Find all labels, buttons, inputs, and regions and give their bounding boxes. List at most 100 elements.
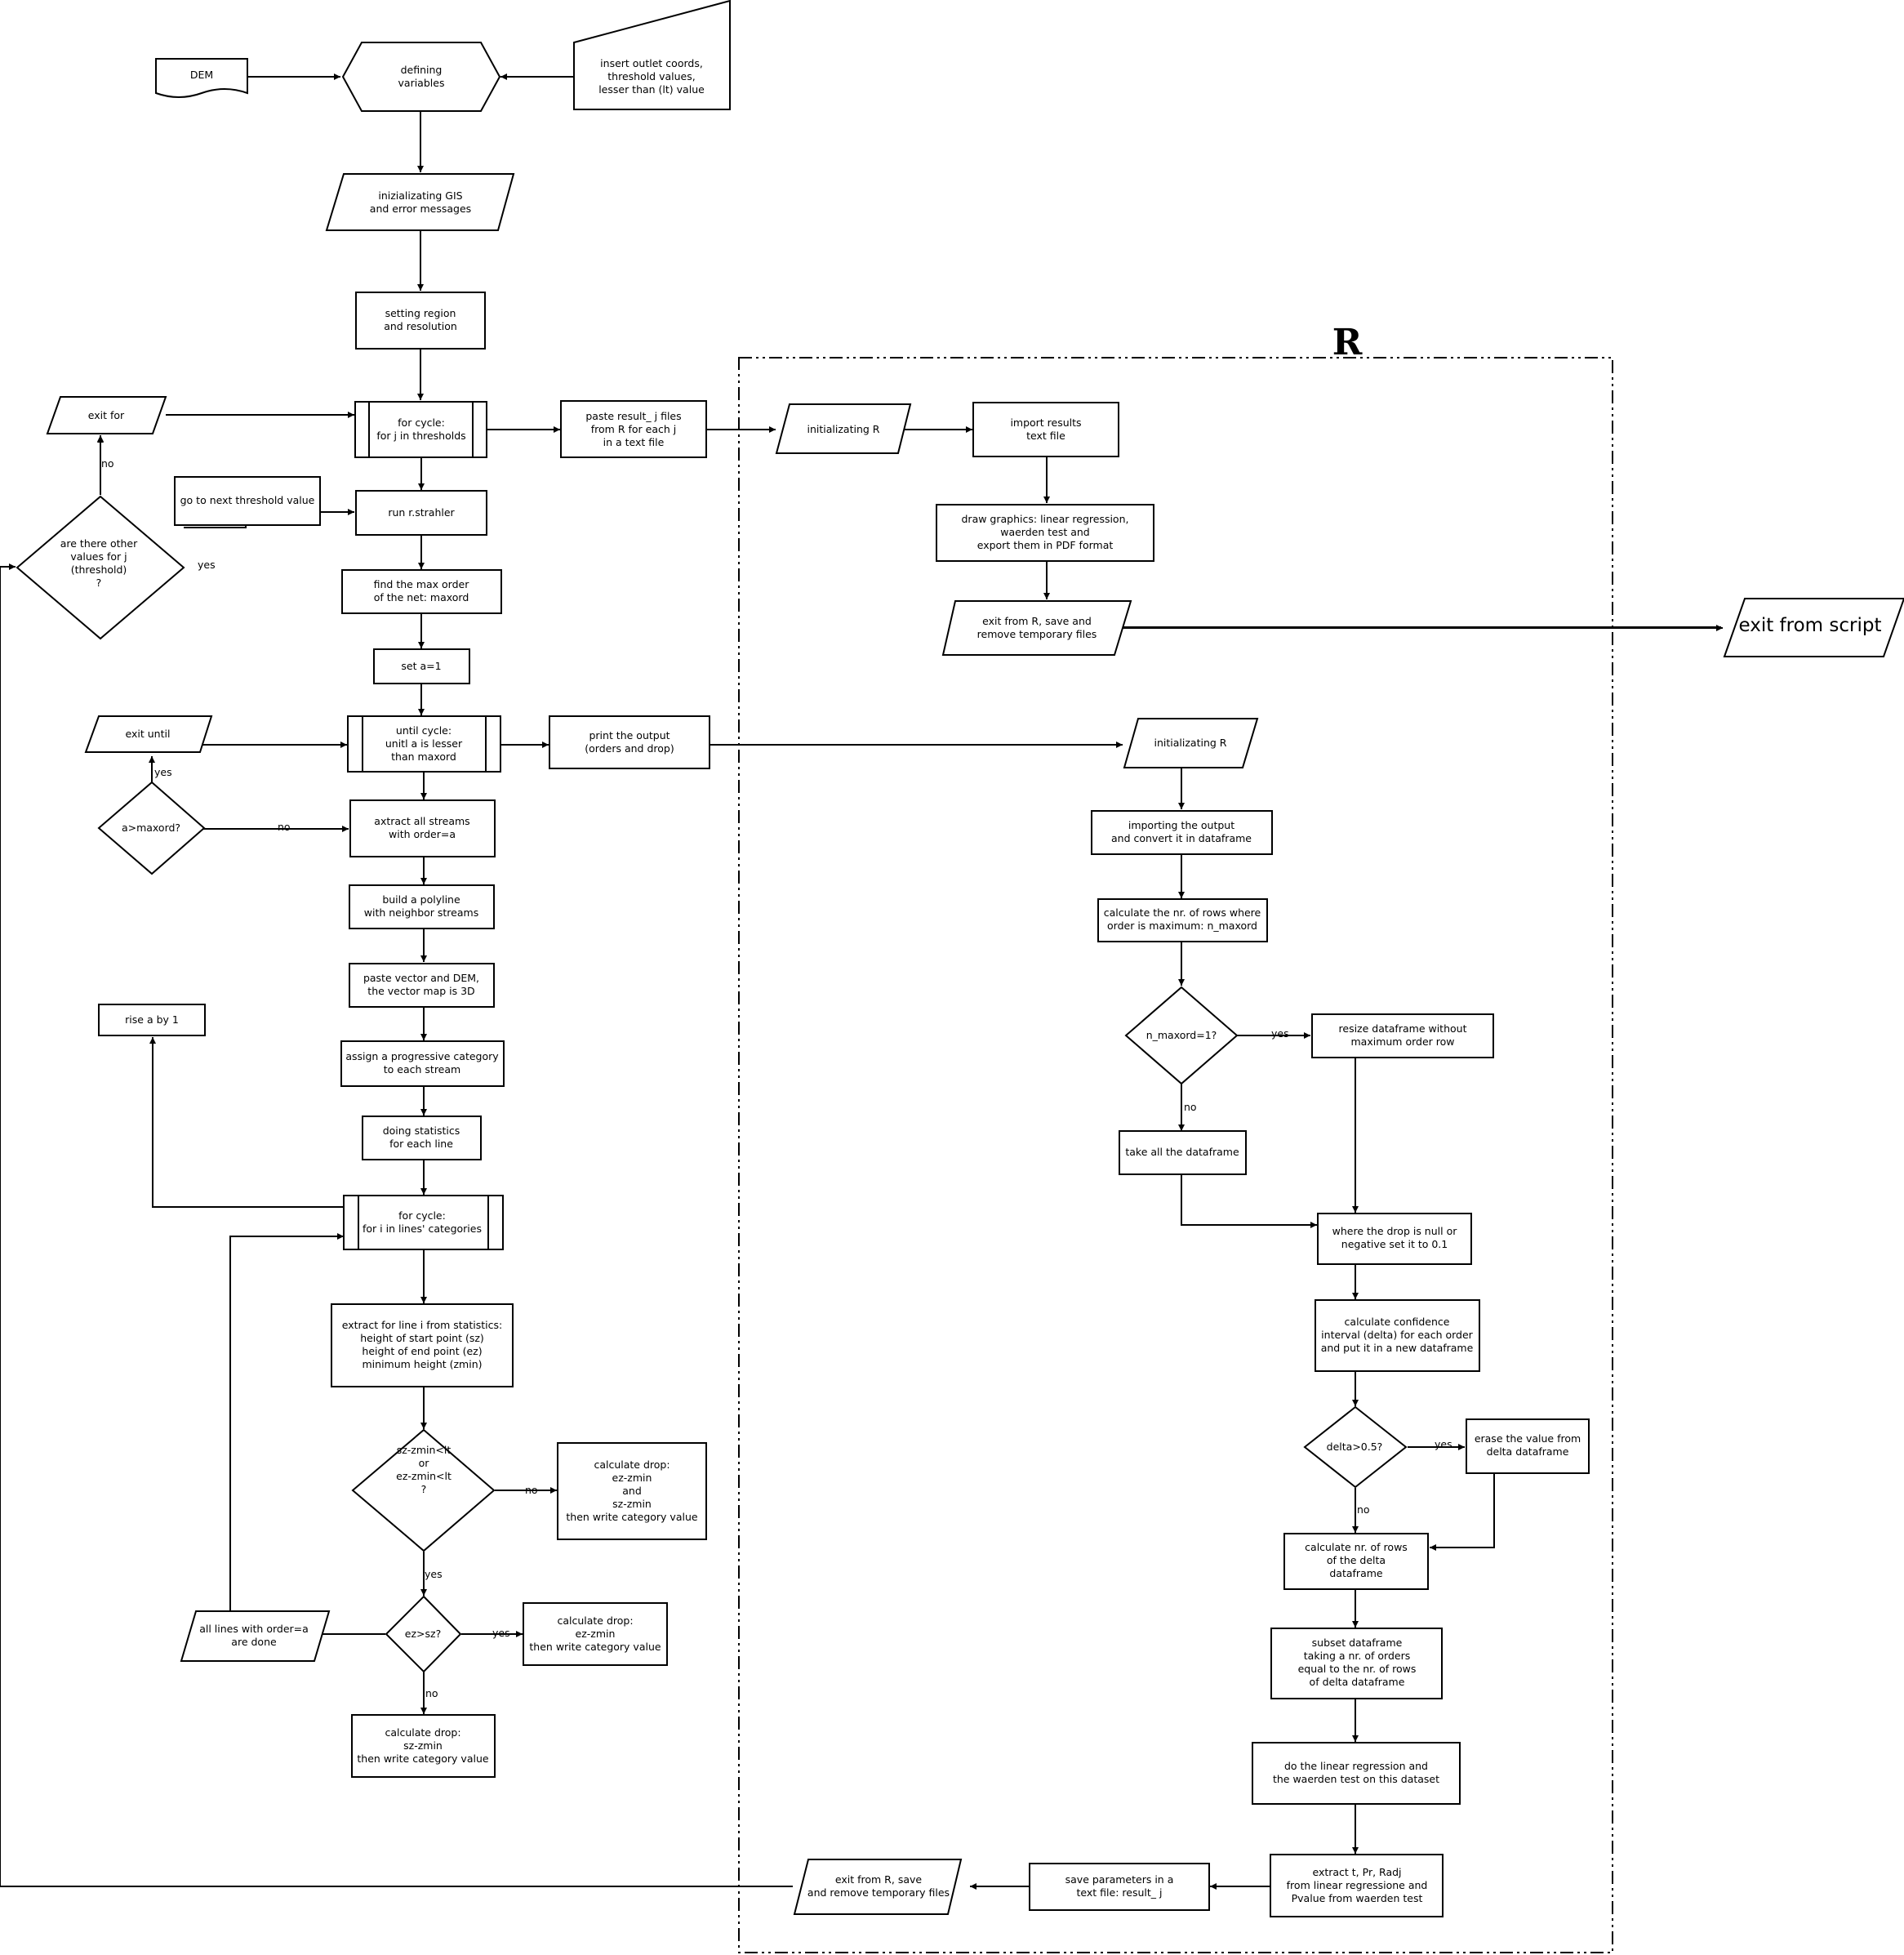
rise-a-label: rise a by 1: [125, 1013, 179, 1026]
edge-label-yes: yes: [198, 559, 216, 571]
edge: [1430, 1474, 1495, 1551]
exit-script-label: exit from script: [1738, 615, 1881, 636]
edge: [149, 1037, 344, 1208]
dem-document: DEM: [155, 58, 248, 98]
extract-line-node: extract for line i from statistics:heigh…: [331, 1303, 514, 1387]
exit-for-node: exit for: [46, 396, 167, 434]
edge-labels: no yes yes no yes no yes no no yes yes n…: [101, 457, 1452, 1699]
go-next-label: go to next threshold value: [180, 494, 315, 506]
init-r-mid-label: initializating R: [1154, 737, 1227, 749]
insert-input-label: insert outlet coords,threshold values,le…: [598, 57, 705, 96]
for-j-node: for cycle:for j in thresholds: [354, 401, 487, 458]
edge-label-no: no: [278, 821, 291, 833]
init-r-top-node: initializating R: [775, 403, 912, 454]
run-strahler-label: run r.strahler: [388, 506, 455, 519]
edge: [229, 1233, 344, 1618]
print-output-label: print the output(orders and drop): [585, 729, 674, 755]
connectors: [0, 73, 1723, 1890]
go-next-node: go to next threshold value: [174, 476, 321, 526]
for-i-label: for cycle:for i in lines' categories: [363, 1209, 482, 1235]
edge-label-no: no: [525, 1484, 538, 1496]
extract-line-label: extract for line i from statistics:heigh…: [342, 1319, 502, 1370]
run-strahler-node: run r.strahler: [355, 490, 487, 536]
rise-a-node: rise a by 1: [98, 1004, 206, 1036]
exit-until-node: exit until: [84, 715, 213, 753]
delta-decision: delta>0.5?: [1303, 1405, 1408, 1489]
ez-sz-decision: ez>sz?: [385, 1595, 462, 1673]
set-a-label: set a=1: [401, 660, 441, 672]
n-maxord-decision: n_maxord=1?: [1124, 986, 1239, 1085]
edge-label-no: no: [425, 1687, 438, 1699]
paste-vector-node: paste vector and DEM,the vector map is 3…: [349, 963, 495, 1008]
edge-label-yes: yes: [1435, 1438, 1452, 1450]
for-j-label: for cycle:for j in thresholds: [376, 416, 465, 442]
ez-sz-label: ez>sz?: [405, 1628, 441, 1640]
edge-label-yes: yes: [492, 1627, 510, 1639]
edge-label-yes: yes: [425, 1568, 443, 1580]
insert-input-node: insert outlet coords,threshold values,le…: [573, 0, 731, 110]
edge-label-no: no: [1184, 1101, 1197, 1113]
a-gt-maxord-decision: a>maxord?: [97, 781, 206, 875]
delta-label: delta>0.5?: [1327, 1441, 1383, 1453]
exit-script-node: exit from script: [1723, 598, 1904, 657]
edge-label-no: no: [1357, 1503, 1370, 1516]
edge-label-no: no: [101, 457, 114, 470]
for-i-node: for cycle:for i in lines' categories: [343, 1195, 504, 1250]
exit-for-label: exit for: [88, 409, 125, 421]
exit-until-label: exit until: [126, 728, 171, 740]
paste-vector-label: paste vector and DEM,the vector map is 3…: [363, 972, 479, 997]
edge: [0, 563, 793, 1887]
init-r-top-label: initializating R: [807, 423, 880, 435]
edge: [1181, 1174, 1317, 1228]
edge-label-yes: yes: [1271, 1027, 1289, 1040]
